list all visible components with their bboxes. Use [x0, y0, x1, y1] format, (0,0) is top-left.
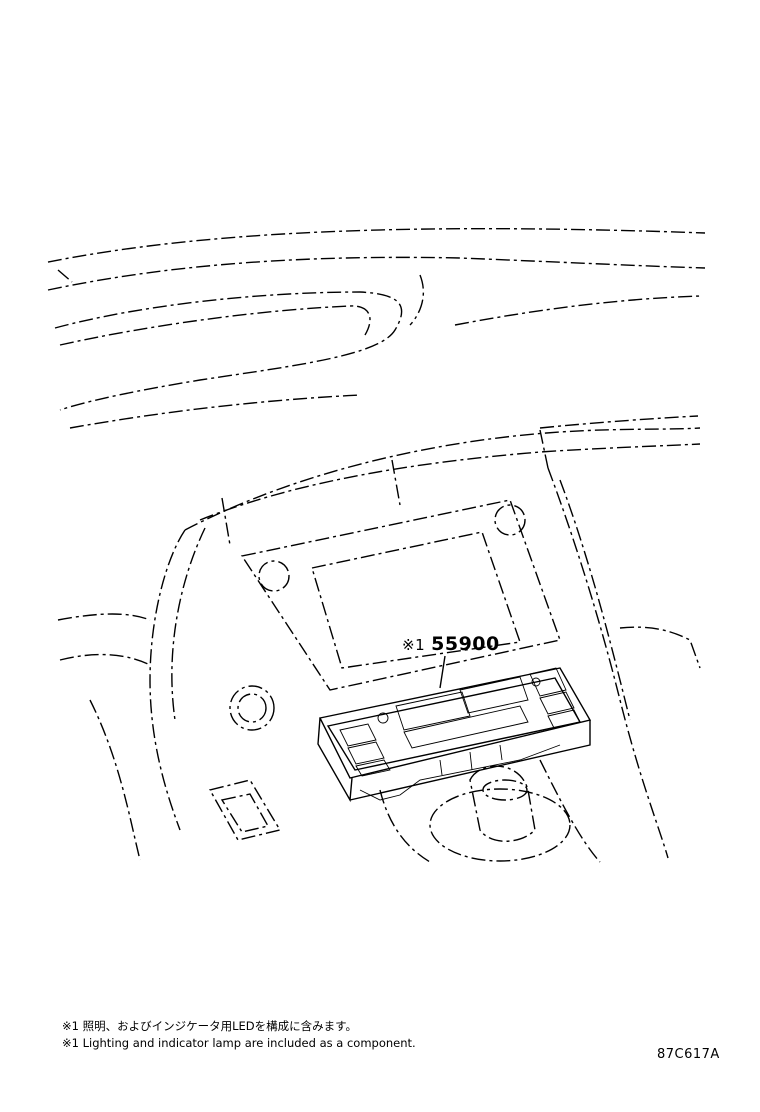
part-number-callout[interactable]: ※1 55900 — [402, 633, 500, 655]
callout-leader-line — [439, 655, 446, 689]
part-number: 55900 — [431, 633, 500, 655]
console-phantom — [57, 427, 701, 863]
footnote-english: ※1 Lighting and indicator lamp are inclu… — [62, 1036, 416, 1050]
upper-dash-phantom — [47, 227, 706, 429]
footnotes: ※1 照明、およびインジケータ用LEDを構成に含みます。 ※1 Lighting… — [62, 1018, 416, 1052]
climate-control-panel — [317, 667, 592, 803]
display-unit — [229, 499, 561, 731]
callout-mark: ※1 — [402, 636, 426, 654]
shifter-phantom — [429, 765, 571, 862]
illustration-code: 87C617A — [657, 1047, 720, 1062]
footnote-japanese: ※1 照明、およびインジケータ用LEDを構成に含みます。 — [62, 1019, 357, 1033]
